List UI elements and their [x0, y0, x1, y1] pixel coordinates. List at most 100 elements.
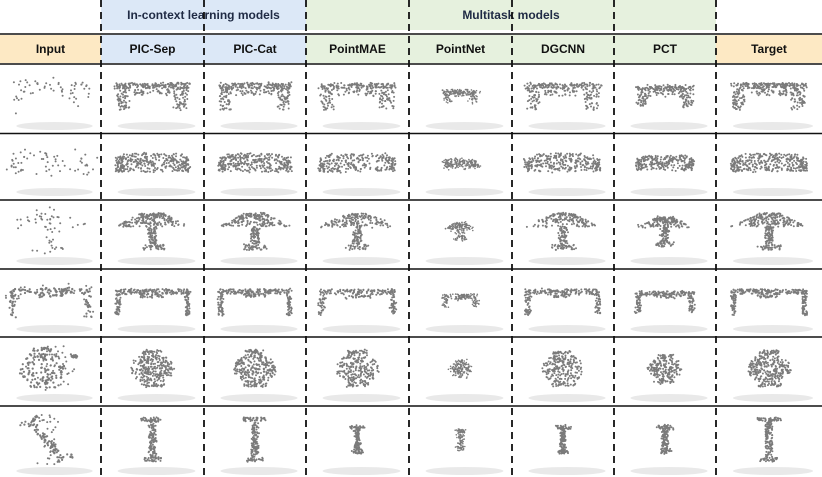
cloud-point — [234, 217, 237, 220]
cloud-point — [186, 158, 189, 161]
cloud-point — [575, 153, 578, 156]
cloud-point — [353, 91, 355, 94]
cloud-point — [151, 213, 154, 215]
cloud-point — [450, 160, 452, 163]
cloud-point — [382, 156, 385, 159]
cloud-point — [592, 108, 595, 110]
cloud-point — [737, 99, 740, 102]
cloud-point — [748, 162, 751, 165]
cloud-point — [384, 100, 387, 102]
cloud-point — [68, 97, 71, 100]
cloud-point — [554, 82, 557, 85]
cloud-point — [259, 215, 262, 218]
cloud-point — [385, 107, 388, 110]
cloud-point — [276, 88, 279, 91]
cloud-point — [554, 168, 557, 171]
cloud-point — [153, 242, 156, 245]
cloud-point — [760, 166, 763, 169]
cloud-point — [325, 95, 328, 98]
cloud-point — [274, 158, 276, 161]
cloud-point — [126, 168, 129, 171]
cloud-point — [271, 153, 273, 156]
cloud-point — [593, 84, 596, 87]
cloud-point — [359, 154, 362, 157]
cloud-point — [640, 90, 643, 93]
cloud-point — [635, 86, 637, 89]
cloud-point — [792, 167, 795, 170]
cloud-point — [356, 244, 359, 247]
column-header-dgcnn: DGCNN — [541, 42, 585, 56]
cloud-point — [223, 169, 226, 172]
cloud-point — [74, 148, 77, 151]
cloud-point — [160, 153, 163, 156]
cloud-point — [553, 86, 555, 89]
cloud-point — [53, 208, 55, 211]
cloud-point — [255, 166, 258, 169]
cloud-point — [146, 83, 149, 85]
cloud-point — [674, 169, 677, 172]
cloud-point — [805, 157, 808, 160]
cloud-point — [530, 161, 533, 164]
cloud-point — [568, 152, 571, 155]
cloud-point — [254, 235, 257, 238]
ground-shadow — [220, 122, 298, 130]
cloud-point — [368, 92, 371, 95]
cloud-point — [467, 93, 470, 96]
cloud-point — [336, 168, 339, 170]
cloud-point — [545, 159, 548, 162]
cloud-point — [448, 94, 451, 97]
cloud-point — [288, 224, 291, 227]
cloud-point — [685, 156, 688, 159]
cloud-point — [642, 97, 645, 100]
cloud-point — [149, 248, 152, 251]
cloud-point — [456, 159, 459, 161]
cloud-point — [176, 106, 179, 108]
cloud-point — [129, 221, 132, 224]
cloud-point — [692, 93, 695, 96]
cloud-point — [180, 81, 183, 84]
cloud-point — [595, 102, 598, 104]
cloud-point — [455, 162, 458, 165]
cloud-point — [743, 98, 746, 101]
cloud-point — [570, 82, 573, 85]
cloud-point — [29, 92, 32, 95]
cloud-point — [370, 90, 373, 93]
cloud-point — [792, 93, 795, 96]
cloud-point — [118, 169, 121, 172]
cloud-point — [185, 89, 188, 92]
cloud-point — [321, 102, 324, 105]
cloud-point — [778, 166, 781, 169]
cloud-point — [119, 105, 122, 108]
cloud-point — [556, 159, 558, 162]
cloud-point — [735, 164, 738, 167]
cloud-point — [46, 156, 49, 159]
cloud-point — [534, 94, 537, 97]
cloud-point — [43, 85, 46, 88]
cloud-point — [564, 163, 567, 166]
cloud-point — [796, 94, 799, 97]
point-cloud-desk-ok — [523, 81, 606, 130]
cloud-point — [599, 86, 602, 89]
cloud-point — [468, 158, 470, 161]
cloud-point — [647, 92, 650, 95]
cloud-point — [136, 92, 139, 94]
cloud-point — [791, 163, 794, 166]
cloud-point — [379, 224, 382, 227]
cloud-point — [645, 156, 648, 159]
cloud-point — [255, 231, 258, 234]
cloud-point — [676, 167, 679, 169]
cloud-point — [343, 216, 345, 219]
cloud-point — [579, 153, 581, 156]
cloud-point — [635, 164, 638, 167]
cloud-point — [685, 99, 688, 101]
cloud-point — [276, 85, 279, 88]
cloud-point — [644, 87, 647, 89]
cloud-point — [688, 86, 691, 88]
cloud-point — [175, 159, 178, 162]
cloud-point — [660, 164, 663, 167]
cloud-point — [183, 100, 186, 103]
cloud-point — [263, 162, 266, 165]
cloud-point — [60, 89, 63, 92]
cloud-point — [343, 221, 346, 224]
